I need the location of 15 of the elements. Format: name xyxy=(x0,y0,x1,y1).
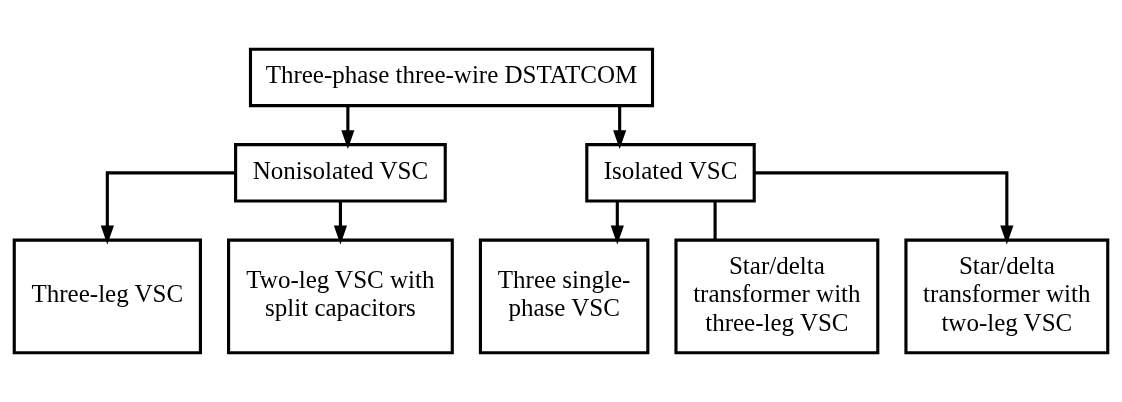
arrow xyxy=(613,106,627,149)
node-box: Three single-phase VSC xyxy=(478,238,650,355)
arrow xyxy=(333,201,347,245)
node-box: Star/delta transformer with two-leg VSC xyxy=(904,238,1110,355)
node-box: Isolated VSC xyxy=(585,143,756,203)
node-box: Three-phase three-wire DSTATCOM xyxy=(248,47,655,108)
connector xyxy=(713,201,717,240)
node-box: Nonisolated VSC xyxy=(234,143,447,203)
node-box: Star/delta transformer with three-leg VSC xyxy=(674,238,880,355)
arrow xyxy=(341,106,355,149)
arrow xyxy=(100,171,236,245)
arrow xyxy=(754,171,1014,245)
node-box: Three-leg VSC xyxy=(12,238,202,355)
arrow xyxy=(610,201,624,245)
node-box: Two-leg VSC with split capacitors xyxy=(227,238,454,355)
